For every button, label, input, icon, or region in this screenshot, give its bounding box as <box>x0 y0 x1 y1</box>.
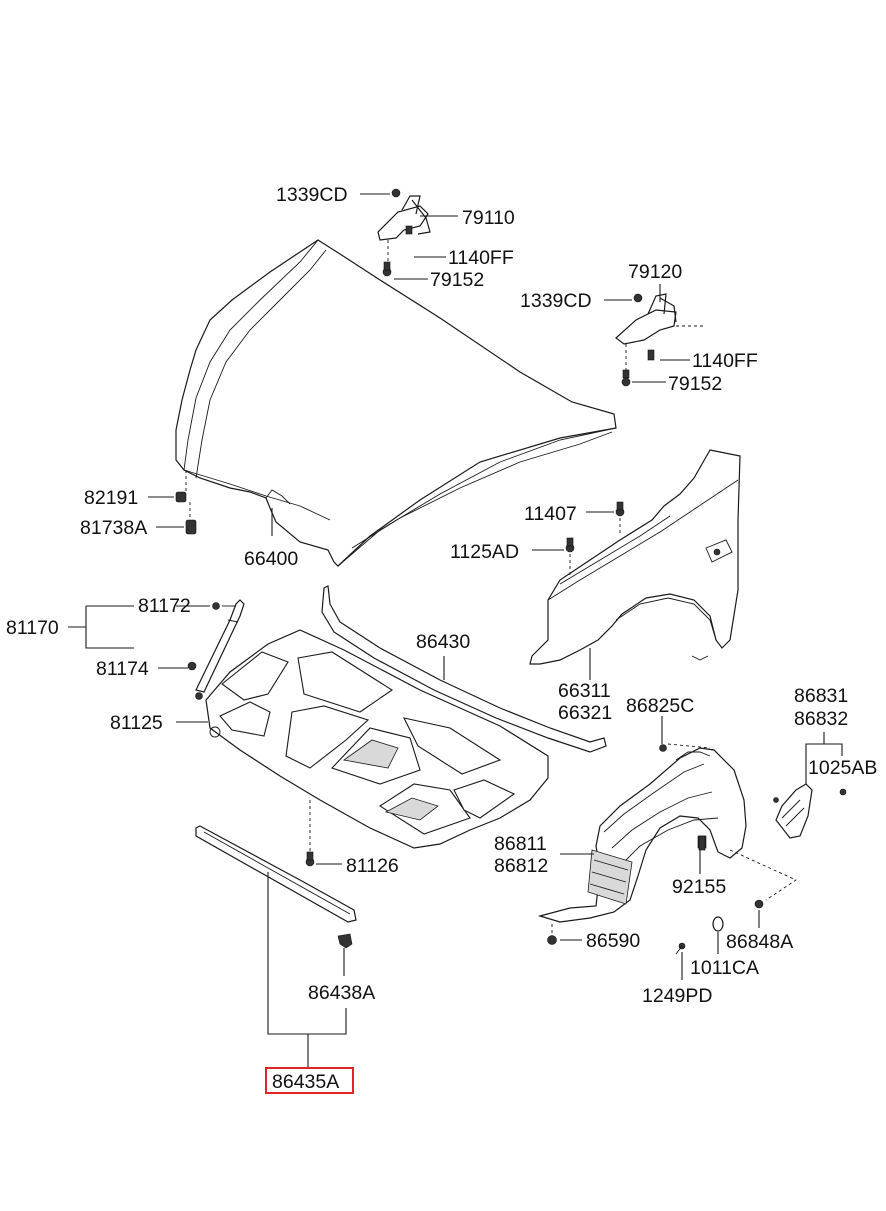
label-86831[interactable]: 86831 <box>794 685 848 707</box>
label-1339CD-right[interactable]: 1339CD <box>520 290 592 312</box>
label-82191[interactable]: 82191 <box>84 487 138 509</box>
hood-panel[interactable] <box>175 239 617 567</box>
label-81170[interactable]: 81170 <box>6 617 59 639</box>
hood-lower-strip-86435A[interactable] <box>195 825 357 923</box>
label-79152-right[interactable]: 79152 <box>668 373 722 395</box>
label-1140FF-right[interactable]: 1140FF <box>692 350 758 372</box>
clip-86438A[interactable] <box>337 933 353 949</box>
highlight-box <box>265 1067 354 1094</box>
hood-latch-striker-81738A[interactable] <box>185 502 197 535</box>
part-labels: 1339CD 79110 1140FF 79152 79120 1339CD 1… <box>6 184 877 1094</box>
leader-lines <box>68 193 843 1068</box>
label-86438A[interactable]: 86438A <box>308 982 375 1004</box>
front-fender[interactable] <box>529 449 741 665</box>
label-86825C[interactable]: 86825C <box>626 695 694 717</box>
label-86430[interactable]: 86430 <box>416 631 470 653</box>
label-11407[interactable]: 11407 <box>524 503 577 525</box>
grommet-1011CA[interactable] <box>712 916 724 932</box>
label-86435A[interactable]: 86435A <box>272 1071 339 1093</box>
hood-seal-86430[interactable] <box>321 585 607 753</box>
label-81126[interactable]: 81126 <box>346 855 399 877</box>
label-66400[interactable]: 66400 <box>244 548 298 570</box>
wheel-guard-86811[interactable] <box>537 743 797 923</box>
label-81738A[interactable]: 81738A <box>80 517 147 539</box>
label-86811[interactable]: 86811 <box>494 833 547 855</box>
label-1011CA[interactable]: 1011CA <box>690 957 759 979</box>
label-81172[interactable]: 81172 <box>138 595 191 617</box>
label-79152-top[interactable]: 79152 <box>430 269 484 291</box>
label-66311[interactable]: 66311 <box>558 680 611 702</box>
label-92155[interactable]: 92155 <box>672 876 726 898</box>
label-1125AD[interactable]: 1125AD <box>450 541 519 563</box>
screw-1249PD[interactable] <box>675 942 686 955</box>
label-1140FF-top[interactable]: 1140FF <box>448 247 514 269</box>
hood-bumper-82191[interactable] <box>175 470 187 503</box>
clip-86848A[interactable] <box>754 899 764 909</box>
label-79120[interactable]: 79120 <box>628 261 682 283</box>
label-86848A[interactable]: 86848A <box>726 931 793 953</box>
label-1025AB[interactable]: 1025AB <box>808 757 877 779</box>
hood-lift-strut-81170[interactable] <box>187 599 245 700</box>
label-86832[interactable]: 86832 <box>794 708 848 730</box>
clip-86590[interactable] <box>547 924 557 945</box>
label-86812[interactable]: 86812 <box>494 855 548 877</box>
label-86590[interactable]: 86590 <box>586 930 640 952</box>
label-1339CD-top[interactable]: 1339CD <box>276 184 348 206</box>
hood-hinge-left[interactable] <box>377 188 431 277</box>
label-66321[interactable]: 66321 <box>558 702 612 724</box>
hood-hinge-right[interactable] <box>615 293 704 387</box>
hood-insulator-pad[interactable] <box>205 629 549 867</box>
label-1249PD[interactable]: 1249PD <box>642 985 712 1007</box>
mud-guard-86831[interactable] <box>773 783 847 839</box>
label-79110[interactable]: 79110 <box>462 207 515 229</box>
screw-92155[interactable] <box>698 835 706 851</box>
label-81174[interactable]: 81174 <box>96 658 149 680</box>
label-81125[interactable]: 81125 <box>110 712 163 734</box>
